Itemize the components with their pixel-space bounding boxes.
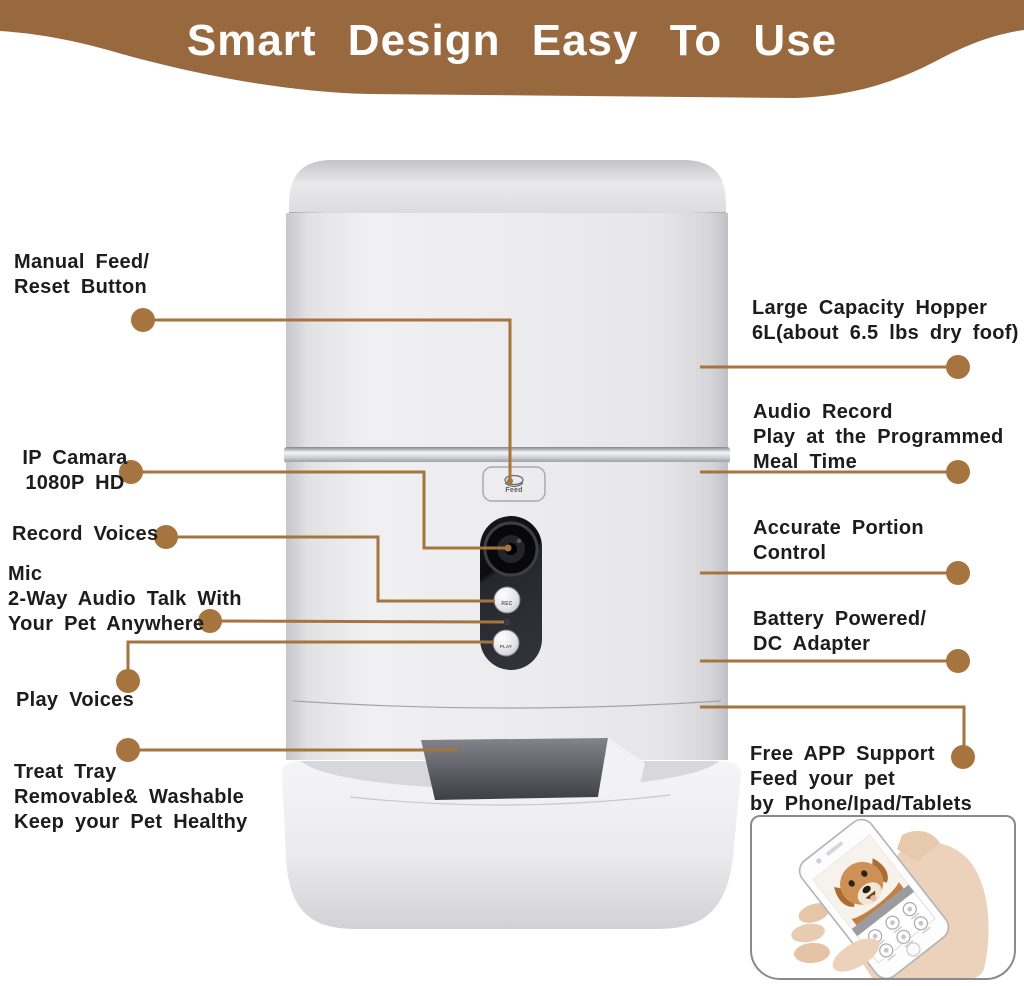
callout-label-manual-feed-reset: Manual Feed/ Reset Button bbox=[14, 251, 150, 298]
mic-hole bbox=[503, 618, 511, 626]
callout-label-ip-camera: IP Camara 1080P HD bbox=[22, 447, 128, 494]
line-record-voices bbox=[166, 535, 495, 603]
app-phone-photo bbox=[750, 815, 1016, 980]
callout-label-battery-powered: Battery Powered/ DC Adapter bbox=[753, 608, 927, 655]
feeder-lid bbox=[289, 160, 726, 213]
rec-button-label: REC bbox=[501, 601, 513, 607]
callout-label-play-voices: Play Voices bbox=[16, 689, 134, 711]
callout-label-accurate-portion-control: Accurate Portion Control bbox=[753, 517, 924, 564]
line-ip-camera bbox=[131, 470, 508, 550]
dog-photo bbox=[813, 835, 909, 930]
chute-side-wedge bbox=[598, 738, 645, 802]
play-button bbox=[492, 629, 520, 657]
callout-lines bbox=[126, 318, 966, 755]
phone-camera-dot bbox=[816, 858, 822, 864]
tray-bowl bbox=[282, 761, 741, 929]
banner-ribbon bbox=[0, 0, 1024, 98]
banner-title: Smart Design Easy To Use bbox=[186, 16, 838, 65]
line-free-app bbox=[700, 705, 966, 755]
phone-in-hand-illustration bbox=[791, 818, 989, 978]
phone-screen bbox=[812, 834, 936, 964]
feed-button bbox=[482, 466, 546, 502]
callout-label-treat-tray: Treat Tray Removable& Washable Keep your… bbox=[14, 761, 248, 833]
feed-bowl-icon bbox=[504, 474, 524, 486]
phone bbox=[798, 818, 950, 978]
treat-tray-base bbox=[282, 738, 741, 929]
thumb bbox=[832, 938, 880, 972]
silver-band bbox=[284, 447, 730, 463]
line-manual-feed bbox=[143, 318, 512, 481]
phone-speaker bbox=[826, 841, 843, 856]
callout-dots bbox=[116, 308, 975, 769]
callout-label-mic-two-way-audio: Mic 2-Way Audio Talk With Your Pet Anywh… bbox=[8, 563, 242, 635]
callout-label-record-voices: Record Voices bbox=[12, 523, 159, 545]
callout-label-audio-record: Audio Record Play at the Programmed Meal… bbox=[753, 401, 1004, 473]
pet-feeder-device bbox=[282, 160, 741, 929]
feed-button-label: Feed bbox=[505, 487, 523, 494]
line-play-voices bbox=[126, 640, 494, 681]
feeder-hopper bbox=[286, 213, 728, 449]
app-toolbar bbox=[851, 884, 915, 937]
line-mic bbox=[209, 619, 505, 624]
rec-button bbox=[493, 586, 521, 614]
play-button-label: PLAY bbox=[499, 644, 513, 649]
food-chute bbox=[421, 738, 608, 800]
callout-label-free-app-support: Free APP Support Feed your pet by Phone/… bbox=[750, 743, 973, 815]
callout-label-large-capacity-hopper: Large Capacity Hopper 6L(about 6.5 lbs d… bbox=[752, 297, 1019, 344]
